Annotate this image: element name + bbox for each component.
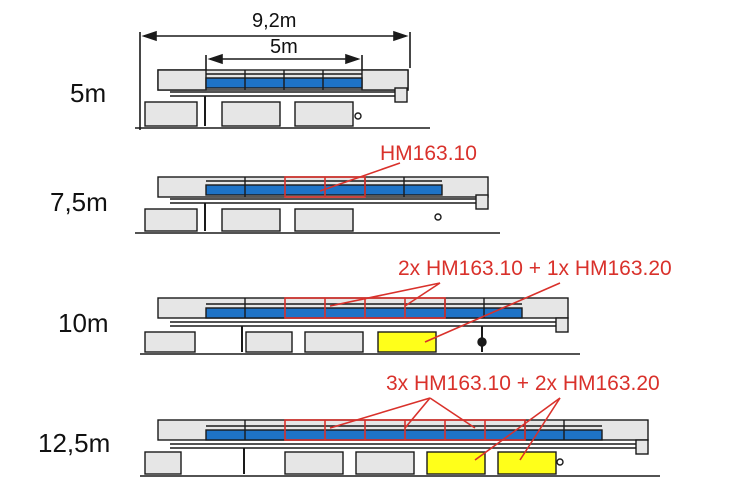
bridge-row-12-5m <box>140 397 660 477</box>
total-dimension-label: 9,2m <box>252 10 297 32</box>
hm163-20-block <box>426 451 486 475</box>
inner-dimension-label: 5m <box>270 36 298 58</box>
row-label-5m: 5m <box>70 78 107 108</box>
callout-row-10m: 2x HM163.10 + 1x HM163.20 <box>398 257 672 280</box>
extensions-3x-hm163-10 <box>284 419 526 441</box>
row-label-7-5m: 7,5m <box>50 187 108 217</box>
bridge-row-5m <box>135 69 430 129</box>
bridge-row-10m <box>140 282 580 355</box>
extension-hm163-10 <box>284 176 366 198</box>
hm163-20-block <box>497 451 557 475</box>
bridge-row-7-5m <box>135 162 500 234</box>
hm163-20-block <box>377 331 437 353</box>
callout-row-7-5m: HM163.10 <box>380 142 477 165</box>
callout-row-12-5m: 3x HM163.10 + 2x HM163.20 <box>386 372 660 395</box>
row-label-10m: 10m <box>58 308 109 338</box>
dimension-lines <box>139 30 411 130</box>
row-label-12-5m: 12,5m <box>38 428 111 458</box>
